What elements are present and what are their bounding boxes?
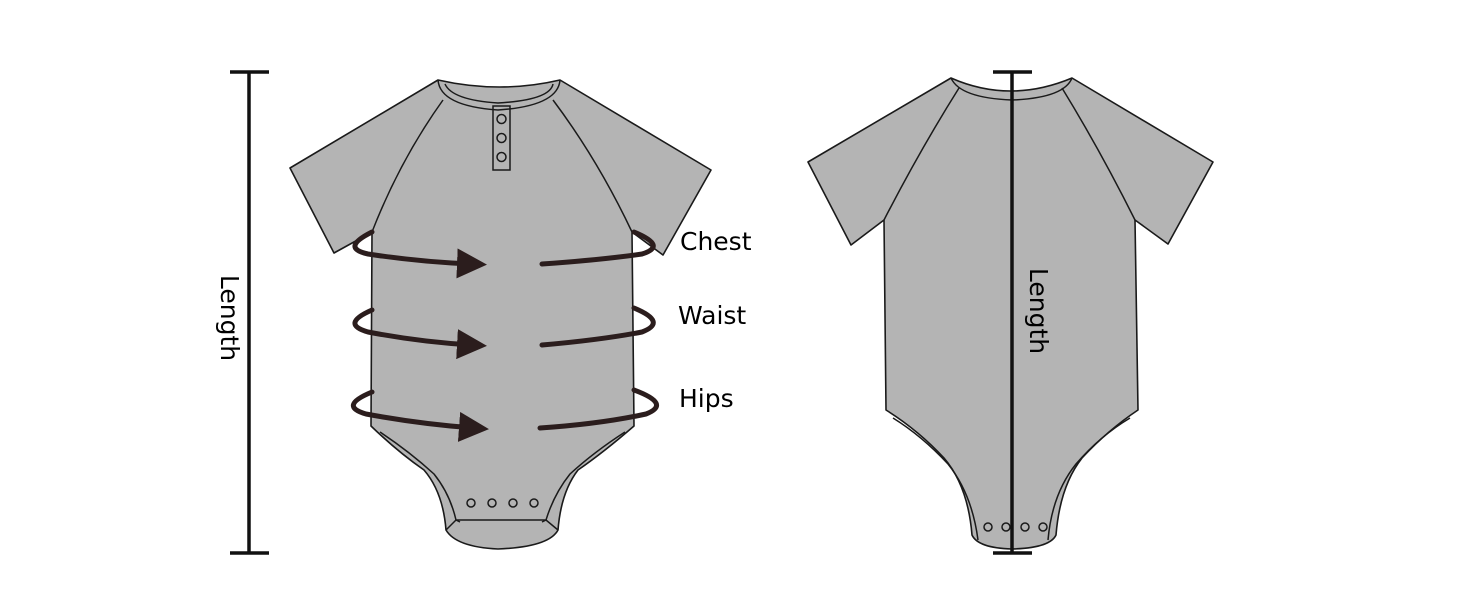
waist-arrow-right [539, 305, 656, 348]
chest-measure: Chest [352, 227, 752, 279]
front-view: Length [215, 70, 752, 555]
back-crotch-snap-3 [1020, 522, 1030, 532]
front-collar-trim [437, 79, 561, 111]
front-length-measure: Length [215, 70, 269, 555]
front-bodysuit [289, 79, 712, 550]
back-crotch-snap-2 [1001, 522, 1011, 532]
front-raglan-seam-right [552, 99, 633, 233]
back-crotch-snap-1 [983, 522, 993, 532]
waist-arrow-left [352, 307, 487, 360]
waist-measure: Waist [352, 301, 746, 360]
chest-label: Chest [680, 227, 752, 256]
front-collar-inner [444, 83, 554, 104]
front-length-label: Length [215, 275, 244, 361]
front-placket-snap-3 [496, 151, 507, 163]
back-crotch-snap-4 [1038, 522, 1048, 532]
front-placket-snap-2 [496, 132, 507, 144]
front-crotch-snap-3 [508, 498, 518, 508]
front-leg-binding-left [379, 431, 461, 523]
front-raglan-seam-left [371, 99, 444, 233]
back-leg-binding-left [892, 417, 979, 541]
chest-arrow-right [539, 229, 656, 267]
front-leg-binding-right [541, 431, 626, 523]
back-length-label: Length [1024, 268, 1053, 354]
back-view: Length [807, 70, 1214, 555]
back-raglan-seam-left [883, 87, 960, 221]
back-leg-binding-right [1047, 417, 1131, 541]
front-placket [492, 105, 511, 171]
back-raglan-seam-right [1061, 87, 1136, 221]
back-length-measure: Length [993, 70, 1053, 555]
front-crotch-snap-1 [466, 498, 476, 508]
hips-arrow-left [351, 389, 489, 442]
hips-label: Hips [679, 384, 734, 413]
chest-arrow-left [352, 229, 487, 279]
front-crotch-snap-2 [487, 498, 497, 508]
front-crotch-snap-4 [529, 498, 539, 508]
front-bodysuit-body [289, 79, 712, 550]
front-placket-snap-1 [496, 113, 507, 125]
waist-label: Waist [678, 301, 746, 330]
front-crotch-strip [445, 519, 559, 531]
hips-measure: Hips [351, 384, 734, 442]
hips-arrow-right [537, 387, 659, 431]
